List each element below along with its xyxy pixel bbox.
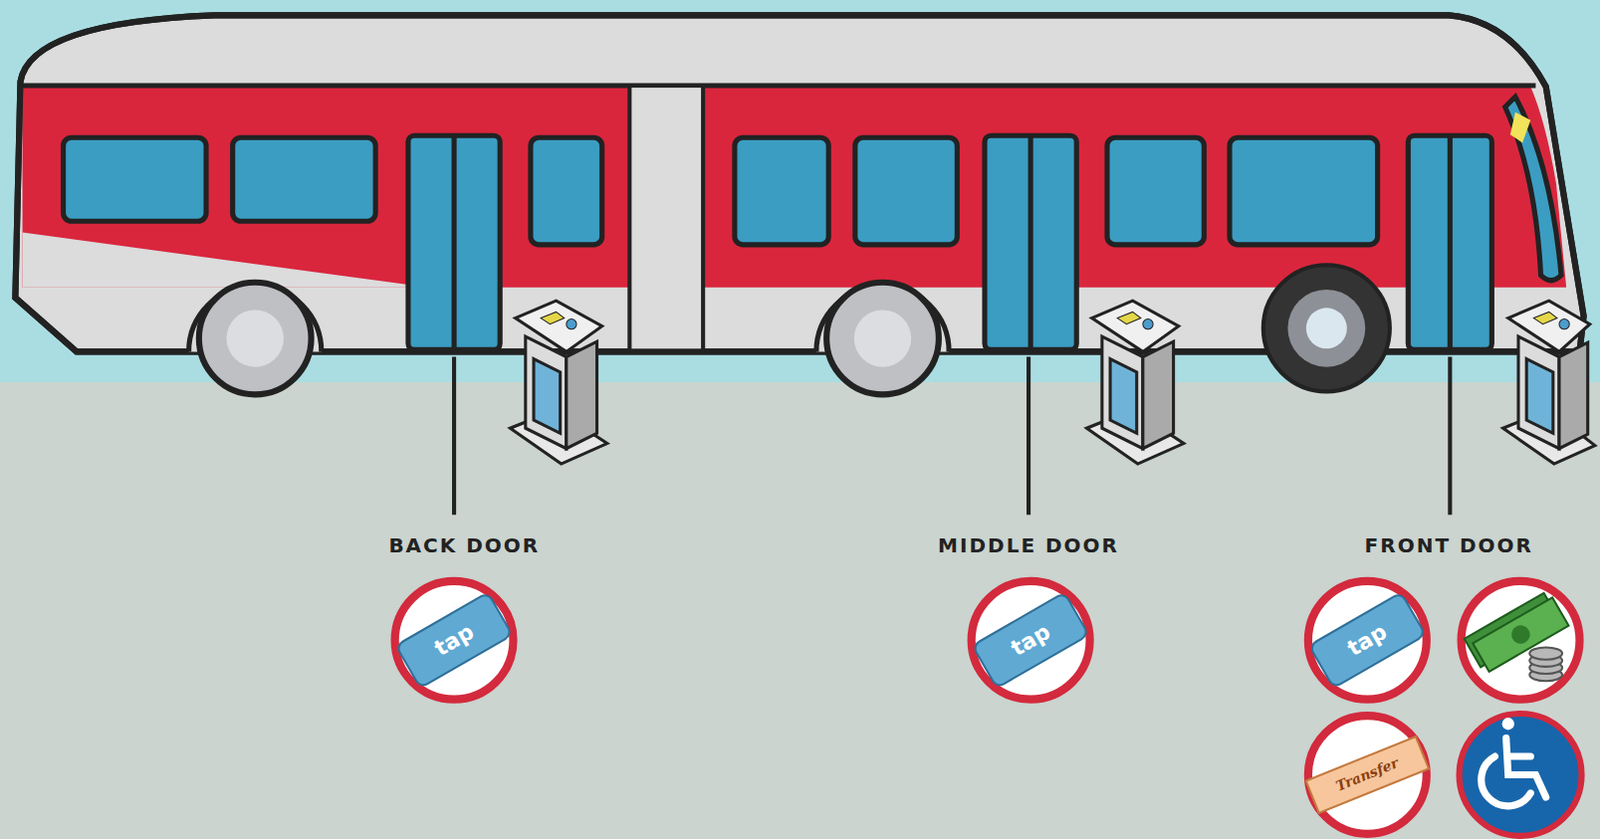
sky: [0, 0, 1600, 383]
transfer-ticket-text: Transfer: [1334, 755, 1401, 796]
lower-trim: [22, 232, 430, 288]
door-label: BACK DOOR: [388, 533, 540, 558]
leader-lines: [454, 357, 1450, 516]
articulation-joint: [629, 85, 703, 351]
tap-card-text: tap: [1006, 619, 1055, 662]
tap-card-text: tap: [1343, 619, 1391, 662]
door-label: MIDDLE DOOR: [937, 533, 1120, 558]
windows: [63, 96, 1563, 280]
wheels: [189, 264, 1390, 395]
ground: [0, 382, 1600, 839]
tap-card-text: tap: [430, 619, 478, 662]
red-band: [22, 86, 1568, 288]
door-label: FRONT DOOR: [1365, 533, 1534, 558]
fare-icons: [395, 581, 1583, 837]
tap-validators: [509, 300, 1595, 464]
